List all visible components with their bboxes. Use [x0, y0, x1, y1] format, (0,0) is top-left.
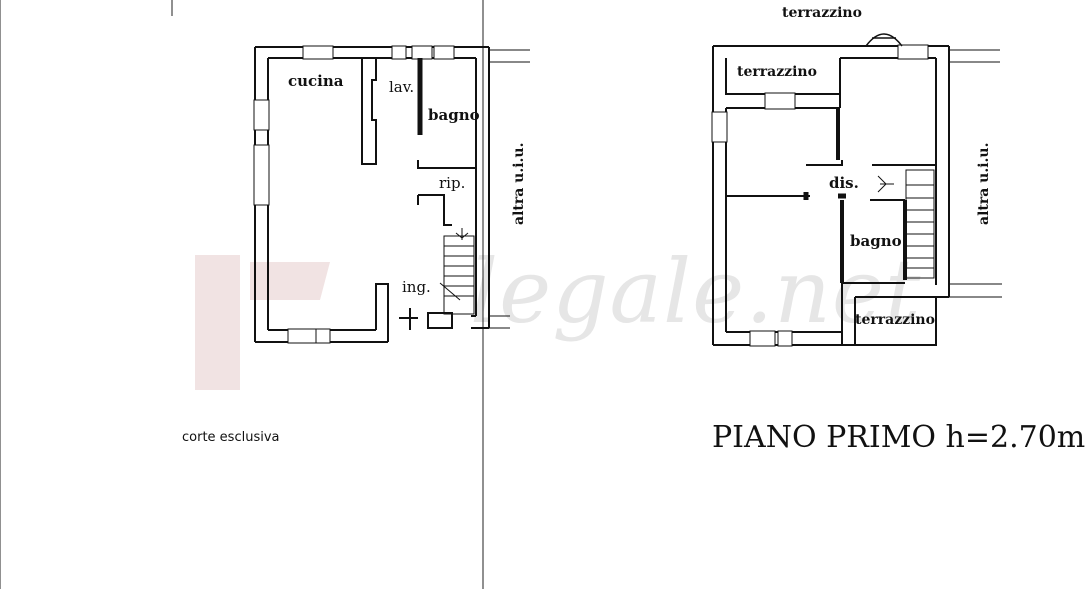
room-label-terrace-inner: terrazzino [737, 64, 817, 80]
room-label-bathroom-first: bagno [850, 232, 902, 250]
room-label-entrance: ing. [402, 278, 431, 296]
room-label-terrace-bottom: terrazzino [855, 312, 935, 328]
floor-title: PIANO PRIMO h=2.70m [712, 420, 1085, 455]
room-label-bathroom: bagno [428, 106, 480, 124]
ground-floor-plan [253, 45, 530, 344]
room-label-storage: rip. [439, 174, 465, 192]
lot-boundary [0, 0, 484, 589]
adjacent-unit-label-first: altra u.i.u. [976, 143, 992, 225]
room-label-laundry: lav. [389, 78, 414, 96]
first-floor-plan [711, 33, 1002, 347]
room-label-kitchen: cucina [288, 72, 344, 90]
room-label-hallway: dis. [829, 174, 859, 192]
adjacent-unit-label-ground: altra u.i.u. [511, 143, 527, 225]
room-label-terrace-top: terrazzino [782, 5, 862, 21]
watermark-logo [195, 255, 330, 390]
courtyard-label: corte esclusiva [182, 430, 280, 445]
